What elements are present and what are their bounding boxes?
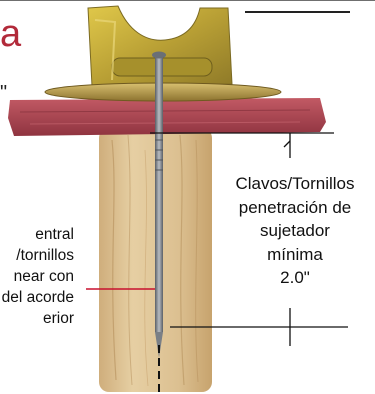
- right-caption: Clavos/Tornillos penetración de sujetado…: [220, 172, 370, 290]
- left-caption: entral /tornillos near con del acorde er…: [0, 224, 74, 329]
- right-caption-line: 2.0": [280, 268, 310, 287]
- quote-fragment: ": [0, 82, 8, 104]
- dimension-bottom: [170, 308, 348, 346]
- left-caption-line: del acorde: [1, 289, 74, 306]
- wood-strip: [8, 98, 326, 136]
- left-caption-line: entral: [35, 226, 74, 243]
- heading-fragment: a: [0, 13, 22, 55]
- right-caption-line: sujetador: [260, 221, 330, 240]
- right-caption-line: Clavos/Tornillos: [235, 174, 355, 193]
- left-caption-line: /tornillos: [16, 247, 74, 264]
- left-caption-line: erior: [42, 310, 74, 327]
- right-caption-line: penetración de: [238, 197, 352, 217]
- left-caption-line: near con: [13, 268, 74, 285]
- right-caption-line: mínima: [267, 244, 323, 264]
- connector-bracket: [87, 5, 233, 87]
- top-divider: [0, 0, 375, 1]
- dimension-top: [150, 132, 334, 158]
- top-right-divider: [245, 11, 350, 13]
